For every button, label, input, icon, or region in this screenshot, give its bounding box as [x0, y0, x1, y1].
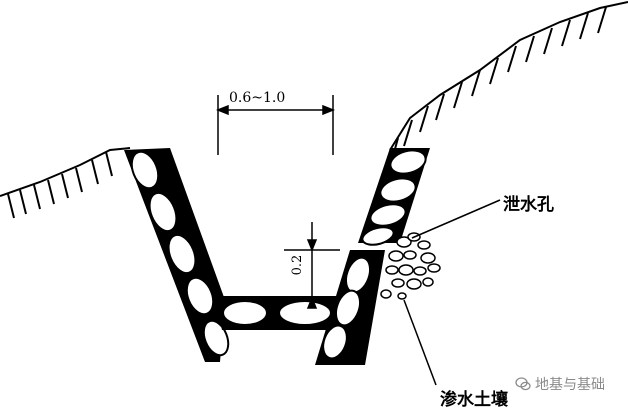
watermark-text: 地基与基础 [535, 377, 605, 393]
leader-lines [403, 199, 501, 386]
ground-hatching [7, 6, 607, 219]
width-dimension [215, 95, 336, 155]
ground-left [0, 147, 131, 197]
seepage-soil-label: 渗水土壤 [440, 390, 508, 410]
weep-hole-label: 泄水孔 [503, 195, 554, 215]
soil-leader [403, 299, 437, 386]
weep-hole-gravel [380, 232, 441, 300]
bottom-slab [215, 296, 360, 330]
depth-dimension [284, 222, 340, 309]
wechat-logo-icon [515, 377, 531, 391]
left-masonry-wall [124, 148, 230, 362]
ground-surface [0, 1, 628, 197]
watermark: 地基与基础 [515, 374, 605, 394]
depth-dimension-label: 0.2 [290, 254, 305, 276]
weep-hole-leader [411, 199, 501, 239]
ground-right [389, 1, 628, 151]
upper-right-wall [358, 148, 430, 246]
width-dimension-label: 0.6~1.0 [229, 90, 286, 106]
right-masonry-wall [315, 250, 385, 365]
